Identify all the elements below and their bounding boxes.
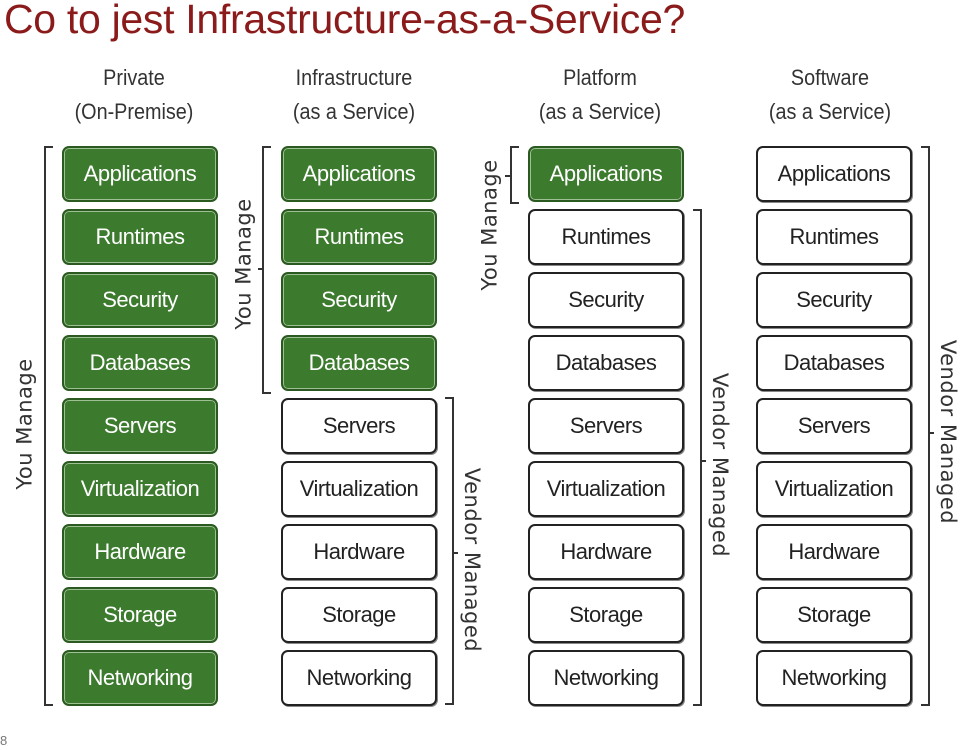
layer-storage-vendor-managed: Storage (528, 587, 684, 643)
layer-databases-you-managed: Databases (281, 335, 437, 391)
vendor-managed-bracket-saas (921, 146, 930, 706)
layer-databases-you-managed: Databases (62, 335, 218, 391)
layer-storage-vendor-managed: Storage (281, 587, 437, 643)
vendor-managed-bracket-iaas (445, 397, 454, 705)
layer-applications-you-managed: Applications (62, 146, 218, 202)
column-heading-private: Private (On-Premise) (44, 61, 224, 129)
you-manage-label-private: You Manage (12, 358, 37, 490)
layer-storage-you-managed: Storage (62, 587, 218, 643)
layer-hardware-vendor-managed: Hardware (756, 524, 912, 580)
vendor-managed-label-saas: Vendor Managed (936, 339, 960, 525)
bracket-tick (505, 175, 511, 177)
page-number: 8 (0, 733, 8, 748)
layer-hardware-you-managed: Hardware (62, 524, 218, 580)
you-manage-bracket-private (44, 146, 53, 706)
layer-security-you-managed: Security (62, 272, 218, 328)
page-title: Co to jest Infrastructure-as-a-Service? (4, 0, 685, 42)
layer-runtimes-vendor-managed: Runtimes (756, 209, 912, 265)
column-heading-line: Infrastructure (295, 65, 413, 90)
layer-virtualization-vendor-managed: Virtualization (528, 461, 684, 517)
layer-virtualization-vendor-managed: Virtualization (756, 461, 912, 517)
layer-hardware-vendor-managed: Hardware (528, 524, 684, 580)
vendor-managed-bracket-paas (693, 209, 702, 706)
layer-servers-vendor-managed: Servers (528, 398, 684, 454)
layer-security-you-managed: Security (281, 272, 437, 328)
layer-databases-vendor-managed: Databases (756, 335, 912, 391)
column-heading-line: (as a Service) (538, 99, 662, 124)
column-heading-paas: Platform (as a Service) (510, 61, 690, 129)
layer-networking-vendor-managed: Networking (528, 650, 684, 706)
column-heading-line: (as a Service) (292, 99, 416, 124)
layer-networking-vendor-managed: Networking (281, 650, 437, 706)
column-heading-saas: Software (as a Service) (740, 61, 920, 129)
layer-virtualization-you-managed: Virtualization (62, 461, 218, 517)
you-manage-bracket-paas (510, 146, 519, 204)
layer-networking-vendor-managed: Networking (756, 650, 912, 706)
layer-storage-vendor-managed: Storage (756, 587, 912, 643)
layer-runtimes-you-managed: Runtimes (281, 209, 437, 265)
layer-applications-you-managed: Applications (528, 146, 684, 202)
layer-security-vendor-managed: Security (756, 272, 912, 328)
layer-security-vendor-managed: Security (528, 272, 684, 328)
layer-runtimes-you-managed: Runtimes (62, 209, 218, 265)
column-heading-line: Platform (563, 65, 637, 90)
layer-databases-vendor-managed: Databases (528, 335, 684, 391)
layer-applications-you-managed: Applications (281, 146, 437, 202)
column-heading-line: (as a Service) (768, 99, 892, 124)
layer-servers-you-managed: Servers (62, 398, 218, 454)
vendor-managed-label-paas: Vendor Managed (708, 372, 733, 558)
layer-servers-vendor-managed: Servers (281, 398, 437, 454)
column-heading-line: Private (103, 65, 165, 90)
layer-runtimes-vendor-managed: Runtimes (528, 209, 684, 265)
you-manage-label-iaas: You Manage (231, 198, 256, 330)
layer-applications-vendor-managed: Applications (756, 146, 912, 202)
bracket-tick (258, 268, 264, 270)
you-manage-bracket-iaas (262, 146, 271, 394)
column-heading-iaas: Infrastructure (as a Service) (264, 61, 444, 129)
column-heading-line: Software (790, 65, 870, 90)
bracket-tick (928, 432, 934, 434)
you-manage-label-paas: You Manage (477, 159, 502, 291)
column-heading-line: (On-Premise) (74, 99, 194, 124)
bracket-tick (700, 460, 706, 462)
layer-virtualization-vendor-managed: Virtualization (281, 461, 437, 517)
layer-hardware-vendor-managed: Hardware (281, 524, 437, 580)
vendor-managed-label-iaas: Vendor Managed (460, 467, 485, 653)
layer-networking-you-managed: Networking (62, 650, 218, 706)
bracket-tick (452, 552, 458, 554)
layer-servers-vendor-managed: Servers (756, 398, 912, 454)
